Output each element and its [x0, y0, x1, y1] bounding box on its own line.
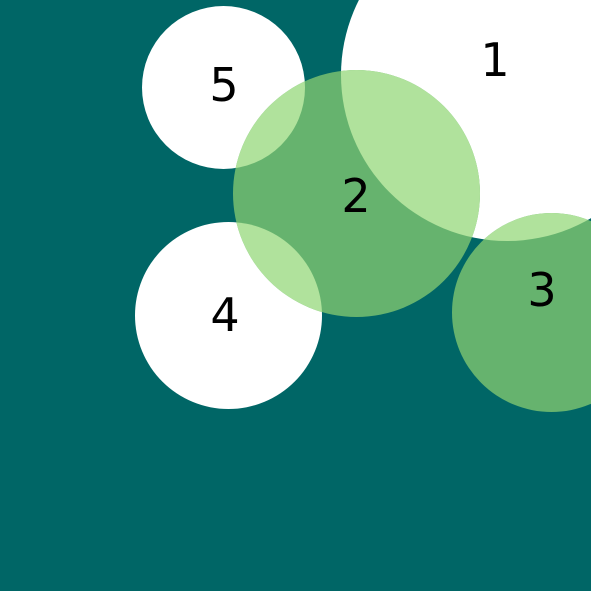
overlap-2-4 — [233, 222, 322, 317]
overlap-3-1 — [452, 213, 591, 241]
overlap-2-5 — [233, 70, 305, 169]
circle-2[interactable] — [233, 70, 480, 317]
circle-3[interactable] — [452, 213, 591, 412]
